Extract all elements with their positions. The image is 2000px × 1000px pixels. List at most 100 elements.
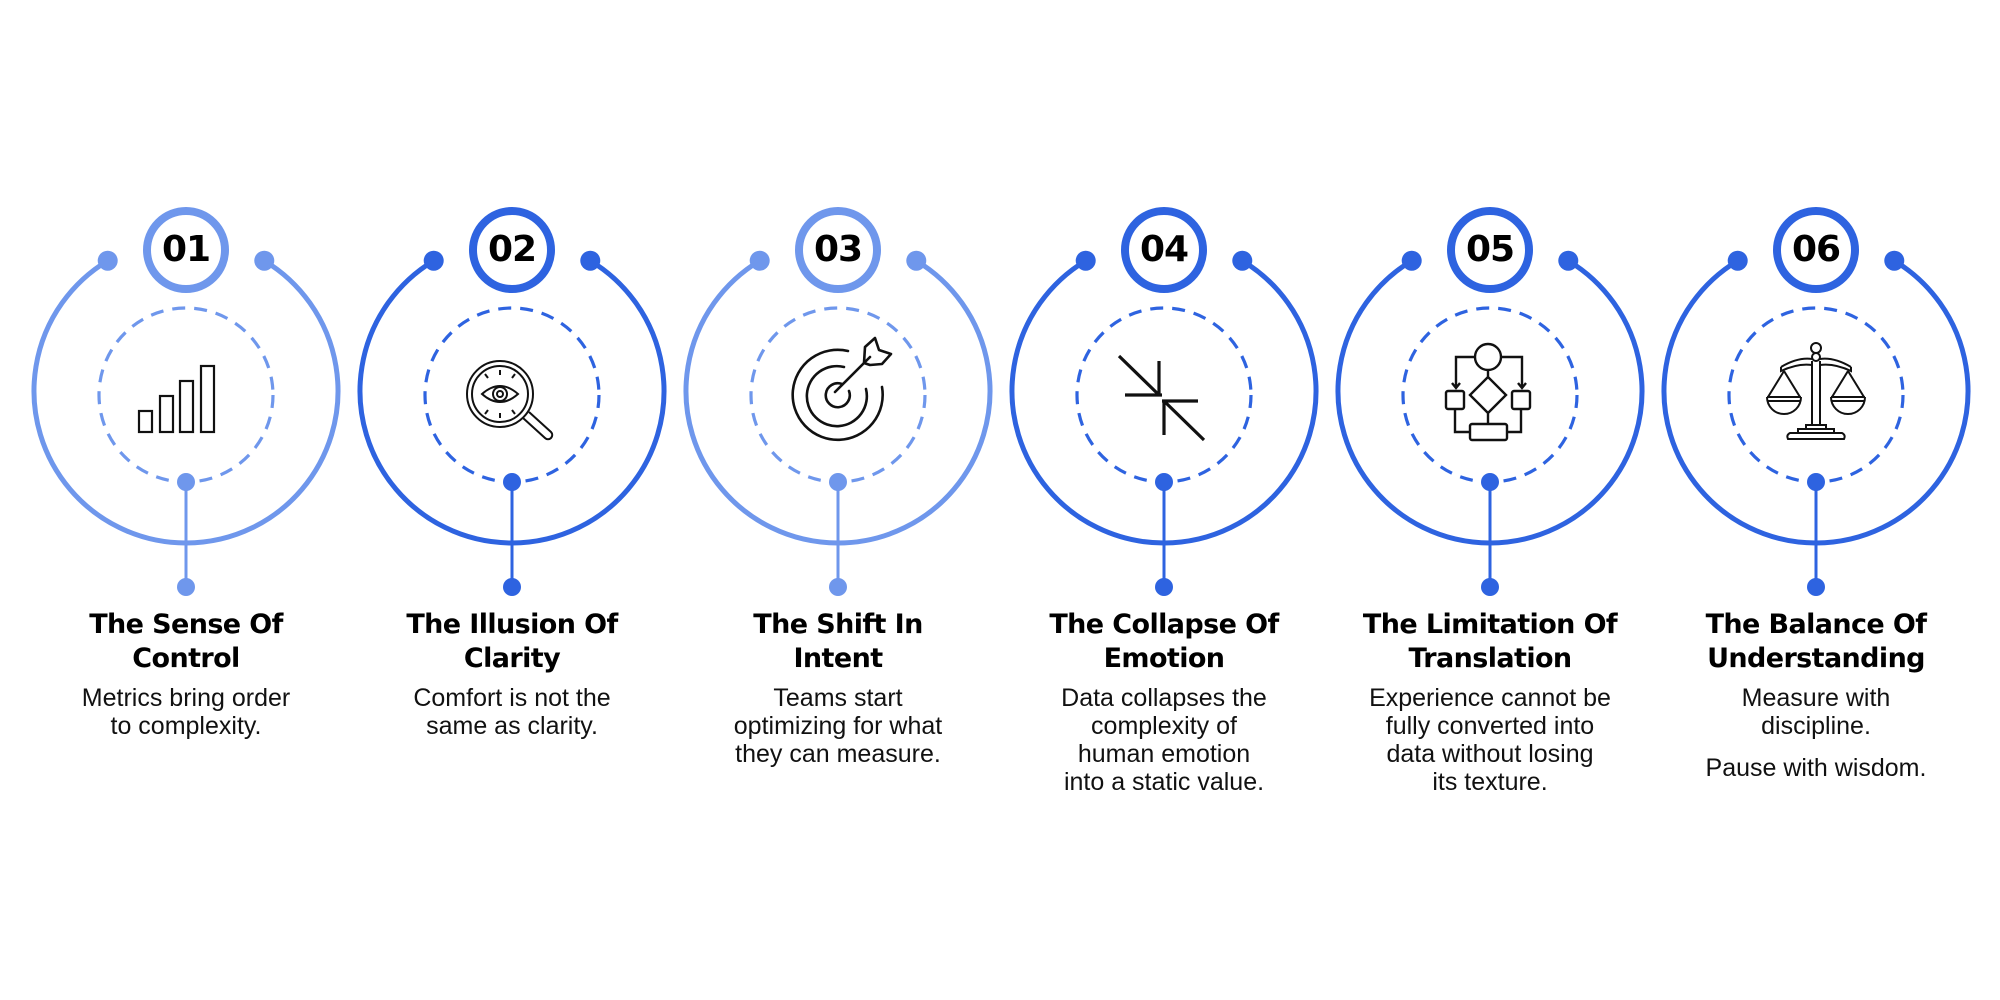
step-description-line: Pause with wisdom. <box>1705 754 1927 782</box>
arc-end-dot-right <box>1884 250 1905 271</box>
inner-dot <box>1481 473 1499 491</box>
arc-end-dot-left <box>97 250 118 271</box>
step-description-line: into a static value. <box>1063 768 1265 796</box>
step-description-line: data without losing <box>1386 740 1594 768</box>
step-number-05: 05 <box>1465 229 1515 270</box>
step-title-line: Emotion <box>1103 643 1225 674</box>
step-graphic-02 <box>357 207 667 596</box>
step-description-line: its texture. <box>1432 768 1548 796</box>
magnifier-eye-icon <box>466 360 554 441</box>
step-description-line: Experience cannot be <box>1369 684 1611 712</box>
dashed-inner-circle <box>1727 306 1905 484</box>
arc-end-dot-right <box>1558 250 1579 271</box>
step-title: The Shift In Intent <box>688 608 988 676</box>
step-description-line: complexity of <box>1091 712 1237 740</box>
step-title-line: The Shift In <box>753 609 923 640</box>
step-title-line: The Balance Of <box>1705 609 1927 640</box>
dashed-inner-circle <box>1075 306 1253 484</box>
inner-dot <box>1807 473 1825 491</box>
step-title-line: The Limitation Of <box>1362 609 1618 640</box>
bottom-dot <box>829 578 847 596</box>
step-title-line: The Sense Of <box>89 609 283 640</box>
arc-end-dot-left <box>1075 250 1096 271</box>
step-title-line: The Collapse Of <box>1049 609 1279 640</box>
arc-end-dot-right <box>1232 250 1253 271</box>
step-description-line: discipline. <box>1761 712 1871 740</box>
flowchart-icon <box>1444 342 1532 442</box>
arc-end-dot-left <box>1727 250 1748 271</box>
step-title-line: Understanding <box>1707 643 1925 674</box>
arc-end-dot-right <box>580 250 601 271</box>
number-ring <box>1121 207 1207 293</box>
step-title: The Balance Of Understanding <box>1666 608 1966 676</box>
step-number-04: 04 <box>1139 229 1189 270</box>
step-text-02: The Illusion Of Clarity Comfort is not t… <box>362 608 662 740</box>
step-description-line: same as clarity. <box>426 712 598 740</box>
step-graphic-06 <box>1661 207 1971 596</box>
bottom-dot <box>177 578 195 596</box>
step-description: Comfort is not the same as clarity. <box>362 684 662 740</box>
step-description: Metrics bring order to complexity. <box>36 684 336 740</box>
step-title: The Limitation Of Translation <box>1340 608 1640 676</box>
dashed-inner-circle <box>1401 306 1579 484</box>
step-title: The Sense Of Control <box>36 608 336 676</box>
number-ring <box>143 207 229 293</box>
step-graphic-03 <box>683 207 993 596</box>
step-text-04: The Collapse Of Emotion Data collapses t… <box>1014 608 1314 796</box>
dashed-inner-circle <box>97 306 275 484</box>
step-graphic-01 <box>31 207 341 596</box>
step-title: The Illusion Of Clarity <box>362 608 662 676</box>
step-description: Teams start optimizing for what they can… <box>688 684 988 768</box>
step-description-line: Comfort is not the <box>413 684 611 712</box>
arc-end-dot-left <box>1401 250 1422 271</box>
step-description-line: Metrics bring order <box>81 684 291 712</box>
step-text-06: The Balance Of Understanding Measure wit… <box>1666 608 1966 782</box>
step-description-line: optimizing for what <box>733 712 943 740</box>
step-description-line: human emotion <box>1077 740 1251 768</box>
step-text-01: The Sense Of Control Metrics bring order… <box>36 608 336 740</box>
arc-end-dot-right <box>906 250 927 271</box>
step-title-line: Translation <box>1408 643 1572 674</box>
bottom-dot <box>1155 578 1173 596</box>
number-ring <box>469 207 555 293</box>
step-text-05: The Limitation Of Translation Experience… <box>1340 608 1640 796</box>
inner-dot <box>1155 473 1173 491</box>
bottom-dot <box>503 578 521 596</box>
arc-end-dot-left <box>749 250 770 271</box>
bottom-dot <box>1481 578 1499 596</box>
step-number-03: 03 <box>813 229 863 270</box>
step-title-line: The Illusion Of <box>406 609 618 640</box>
number-ring <box>1773 207 1859 293</box>
number-ring <box>795 207 881 293</box>
step-text-03: The Shift In Intent Teams start optimizi… <box>688 608 988 768</box>
inner-dot <box>177 473 195 491</box>
step-number-01: 01 <box>161 229 211 270</box>
step-description-line: fully converted into <box>1385 712 1595 740</box>
arc-end-dot-left <box>423 250 444 271</box>
step-description-second: Pause with wisdom. <box>1666 754 1966 782</box>
step-description: Data collapses the complexity of human e… <box>1014 684 1314 796</box>
step-number-02: 02 <box>487 229 537 270</box>
bar-chart-icon <box>137 364 216 434</box>
step-title-line: Clarity <box>463 643 561 674</box>
step-graphic-05 <box>1335 207 1645 596</box>
collapse-arrows-icon <box>1117 354 1206 442</box>
step-description: Measure with discipline. <box>1666 684 1966 740</box>
dashed-inner-circle <box>749 306 927 484</box>
bottom-dot <box>1807 578 1825 596</box>
arc-end-dot-right <box>254 250 275 271</box>
step-number-06: 06 <box>1791 229 1841 270</box>
step-description-line: they can measure. <box>735 740 941 768</box>
dashed-inner-circle <box>423 306 601 484</box>
number-ring <box>1447 207 1533 293</box>
step-graphic-04 <box>1009 207 1319 596</box>
balance-scale-icon <box>1766 342 1866 440</box>
step-description-line: Measure with <box>1741 684 1891 712</box>
step-description-line: Data collapses the <box>1061 684 1267 712</box>
step-description-line: to complexity. <box>110 712 262 740</box>
target-arrow-icon <box>791 336 893 442</box>
step-title-line: Intent <box>793 643 883 674</box>
step-title-line: Control <box>132 643 240 674</box>
